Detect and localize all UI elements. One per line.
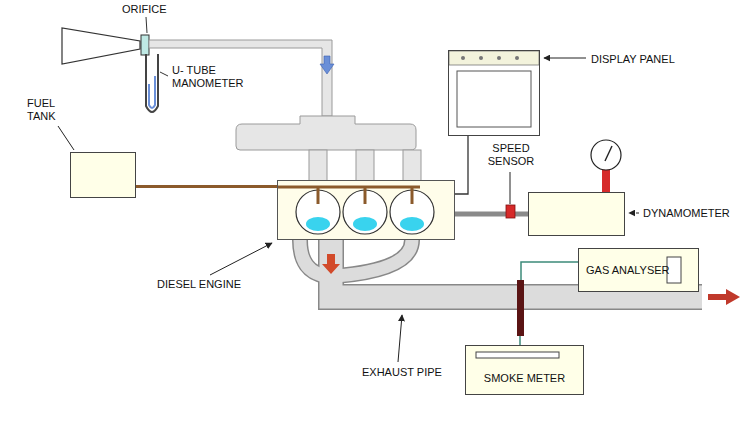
- leader-line: [160, 72, 168, 76]
- part-label: DISPLAY PANEL: [591, 53, 711, 66]
- intake-manifold: [236, 116, 416, 150]
- manometer-liquid: [149, 76, 155, 108]
- smoke-meter-detail: [466, 346, 583, 394]
- intake-runner: [403, 150, 421, 182]
- fuel-line: [136, 185, 277, 188]
- sample-line: [521, 262, 578, 282]
- leader-arrow: [544, 58, 586, 59]
- leader-line: [146, 17, 147, 33]
- engine-block: [277, 180, 455, 240]
- part-label: U- TUBE MANOMETER: [172, 64, 248, 90]
- dial-gauge: [591, 140, 621, 170]
- gas-analyser: GAS ANALYSER: [578, 248, 699, 292]
- display-panel: DISPLAY PANEL: [448, 50, 540, 136]
- part-label: ORIFICE: [122, 3, 192, 16]
- leader-arrow: [398, 315, 402, 362]
- u-tube-manometer: [146, 54, 158, 112]
- dynamometer: DYNAMOMETER: [528, 192, 625, 236]
- leader-arrow: [210, 243, 272, 275]
- signal-wire: [455, 136, 468, 194]
- part-label: EXHAUST PIPE: [362, 366, 462, 379]
- part-label: DYNAMOMETER: [643, 207, 753, 220]
- part-label: SPEED SENSOR: [480, 142, 542, 168]
- exhaust-out-arrow: [708, 289, 740, 305]
- box-label: GAS ANALYSER: [586, 264, 670, 277]
- speed-sensor: [506, 205, 515, 218]
- intake-pipe: [149, 40, 332, 116]
- smoke-meter: SMOKE METER: [465, 345, 584, 395]
- leader-line: [58, 126, 74, 150]
- display-panel-detail: [449, 51, 539, 135]
- fuel-tank: FUEL TANK: [70, 152, 136, 198]
- exhaust-flow-arrow: [322, 254, 340, 274]
- gauge-stem: [602, 169, 610, 192]
- gauge-needle: [605, 146, 612, 161]
- intake-runner: [309, 150, 327, 182]
- box-label: SMOKE METER: [466, 372, 583, 385]
- intake-runner: [356, 150, 374, 182]
- leader-arrow: [629, 213, 639, 214]
- diesel-engine: DIESEL ENGINE: [277, 180, 455, 240]
- intake-funnel: [62, 28, 140, 64]
- drive-shaft: [455, 212, 528, 217]
- part-label: DIESEL ENGINE: [141, 278, 241, 291]
- exhaust-pipe: [300, 240, 702, 297]
- flow-arrow: [320, 56, 334, 74]
- exhaust-probe: [517, 280, 524, 336]
- leader-line: [510, 172, 511, 204]
- fuel-injector: [277, 186, 420, 204]
- part-label: FUEL TANK: [27, 97, 71, 123]
- sample-line: [519, 336, 521, 345]
- orifice-plate: [141, 35, 149, 55]
